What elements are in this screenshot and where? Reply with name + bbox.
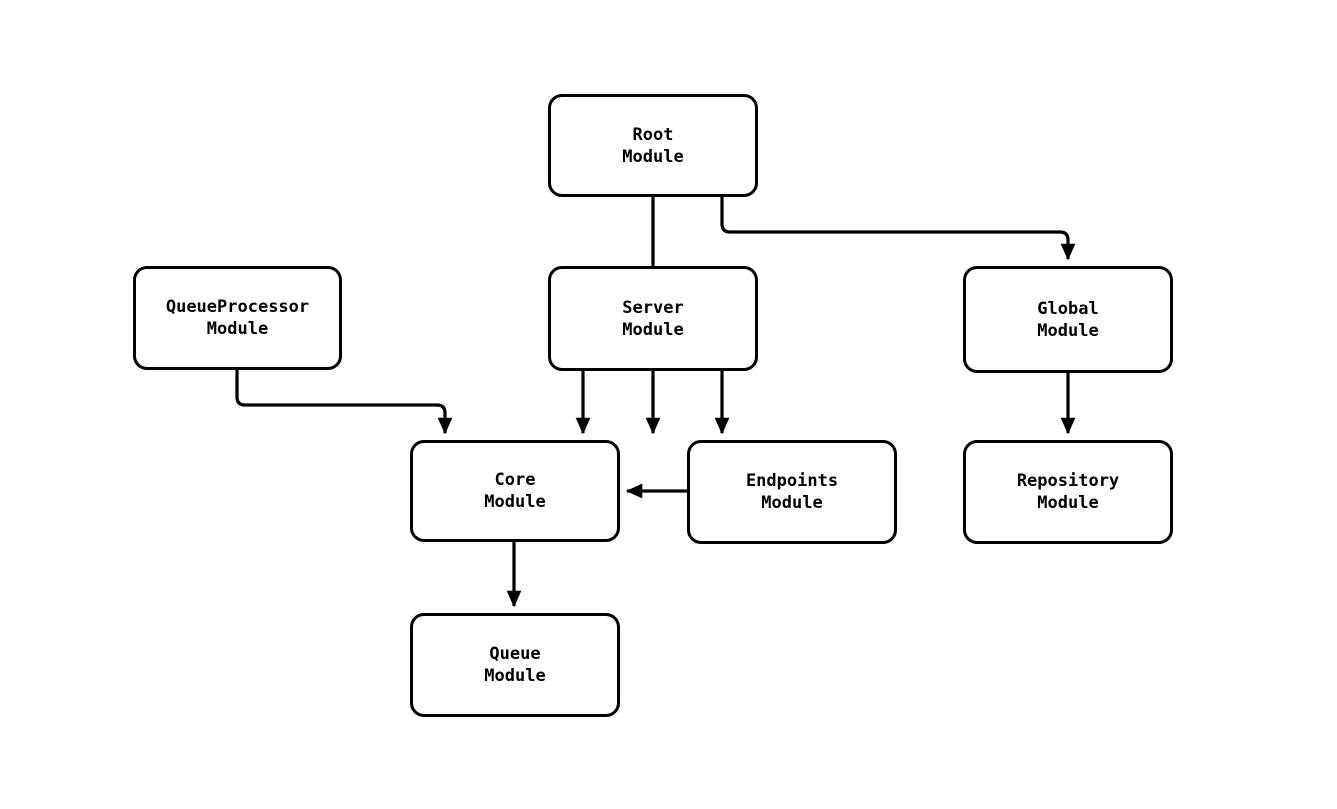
- node-server-label-line2: Module: [622, 319, 684, 340]
- node-global[interactable]: Global Module: [963, 266, 1173, 373]
- node-queue-label-line1: Queue: [489, 644, 541, 664]
- node-root-label-line1: Root: [632, 124, 674, 145]
- node-queueprocessor-label-line2: Module: [206, 319, 269, 339]
- node-core-label-line2: Module: [484, 492, 546, 512]
- edge-root-to-global: [720, 197, 1076, 261]
- node-server[interactable]: Server Module: [548, 266, 758, 371]
- node-queueprocessor[interactable]: QueueProcessor Module: [133, 266, 342, 370]
- node-queue[interactable]: Queue Module: [410, 613, 620, 717]
- node-global-label-line1: Global: [1037, 298, 1099, 319]
- node-core[interactable]: Core Module: [410, 440, 620, 542]
- edge-queueprocessor-to-core: [235, 370, 453, 435]
- node-core-label-line1: Core: [494, 470, 536, 490]
- node-endpoints-label-line1: Endpoints: [745, 471, 839, 491]
- node-endpoints-label-line2: Module: [761, 493, 823, 513]
- node-queueprocessor-label-line1: QueueProcessor: [165, 297, 310, 317]
- node-repository[interactable]: Repository Module: [963, 440, 1173, 544]
- node-repository-label-line2: Module: [1037, 493, 1099, 513]
- node-server-label-line1: Server: [622, 297, 684, 318]
- node-repository-label-line1: Repository: [1016, 471, 1120, 491]
- node-endpoints[interactable]: Endpoints Module: [687, 440, 897, 544]
- node-root[interactable]: Root Module: [548, 94, 758, 197]
- node-global-label-line2: Module: [1037, 320, 1099, 341]
- node-queue-label-line2: Module: [484, 666, 546, 686]
- node-root-label-line2: Module: [622, 146, 684, 167]
